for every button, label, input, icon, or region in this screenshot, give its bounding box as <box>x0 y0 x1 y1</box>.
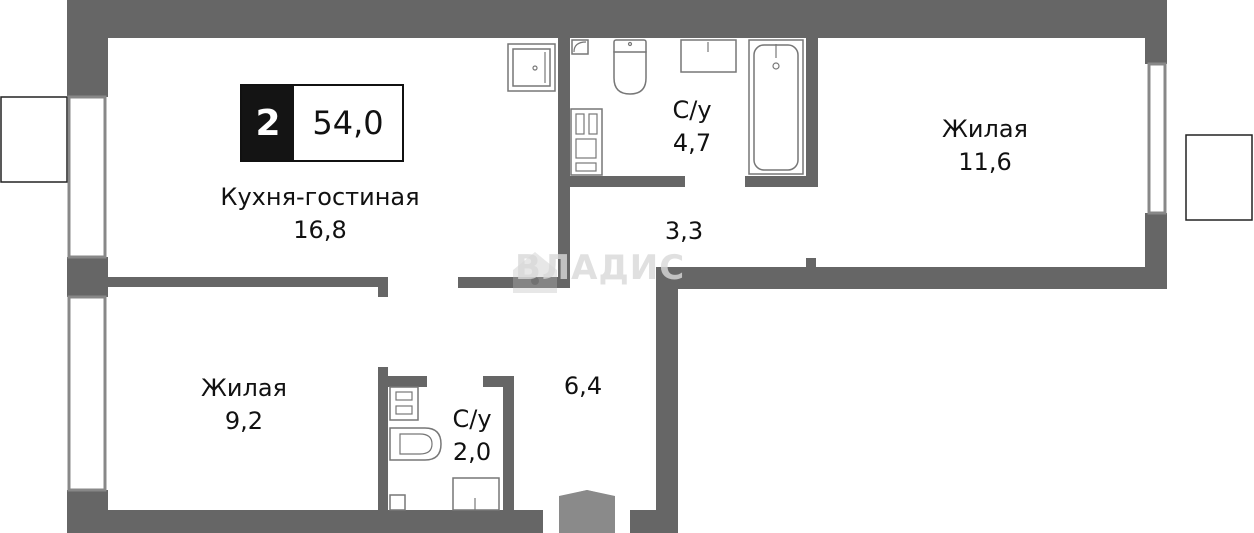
room-area: 4,7 <box>672 129 712 157</box>
wall-kitchen-hall <box>458 277 570 288</box>
entrance-arrow-icon <box>559 490 615 533</box>
shower-corner-icon <box>571 39 589 55</box>
wall-bath-bedroom <box>806 38 818 187</box>
bottom-wall-left <box>67 510 543 533</box>
small-bath-top-right <box>483 376 514 387</box>
room-corridor-upper: 3,3 <box>665 215 703 248</box>
room-bathroom-main: С/у 4,7 <box>672 94 711 160</box>
wall-stub-a <box>378 277 388 297</box>
room-area: 2,0 <box>452 438 492 466</box>
room-name: Жилая <box>942 115 1028 143</box>
wall-hall-right <box>656 267 678 533</box>
room-area: 16,8 <box>293 216 347 244</box>
kitchen-sink-icon <box>507 43 556 92</box>
room-area: 11,6 <box>958 148 1012 176</box>
small-shower-icon <box>389 494 406 511</box>
room-name: С/у <box>672 96 712 124</box>
apartment-badge: 2 54,0 <box>240 84 404 162</box>
room-name: С/у <box>452 405 492 433</box>
small-toilet-icon <box>389 427 442 461</box>
room-name: Жилая <box>201 374 287 402</box>
small-bath-left-wall <box>378 367 388 510</box>
vladis-house-icon <box>513 252 557 293</box>
window-bedroom-right <box>1147 62 1167 215</box>
room-hallway: 6,4 <box>564 370 602 403</box>
small-bath-top-left <box>378 376 427 387</box>
room-kitchen-living: Кухня-гостиная 16,8 <box>220 181 419 247</box>
left-balcony <box>0 96 68 183</box>
right-balcony <box>1185 134 1253 221</box>
left-wall-middle <box>67 257 108 297</box>
washing-cabinet-icon <box>570 108 603 176</box>
wall-bedroom-bottom <box>656 267 1167 289</box>
top-outer-wall <box>67 0 1167 38</box>
wall-kitchen-bath <box>558 38 570 288</box>
toilet-icon <box>613 39 647 95</box>
room-bedroom-left: Жилая 9,2 <box>201 372 287 438</box>
wall-kitchen-bedroom <box>108 277 388 287</box>
rooms-count: 2 <box>242 86 294 160</box>
small-bath-right-wall <box>503 376 514 510</box>
watermark-text: ВЛАДИС <box>515 248 686 288</box>
window-kitchen <box>67 95 107 259</box>
total-area: 54,0 <box>294 86 402 160</box>
small-cabinet-icon <box>389 386 419 421</box>
right-wall-upper <box>1145 0 1167 64</box>
bath-bottom-wall-left <box>570 176 685 187</box>
bath-bottom-wall-right <box>745 176 817 187</box>
room-area: 3,3 <box>664 217 704 245</box>
wall-stub-b <box>806 258 816 268</box>
small-sink-icon <box>452 477 500 511</box>
bathroom-sink-icon <box>680 39 737 73</box>
room-bathroom-small: С/у 2,0 <box>452 403 491 469</box>
room-area: 6,4 <box>563 372 603 400</box>
left-wall-upper <box>67 0 108 97</box>
room-name: Кухня-гостиная <box>220 183 420 211</box>
room-area: 9,2 <box>224 407 264 435</box>
bathtub-icon <box>748 39 804 175</box>
window-bedroom-left <box>67 295 107 492</box>
room-bedroom-right: Жилая 11,6 <box>942 113 1028 179</box>
